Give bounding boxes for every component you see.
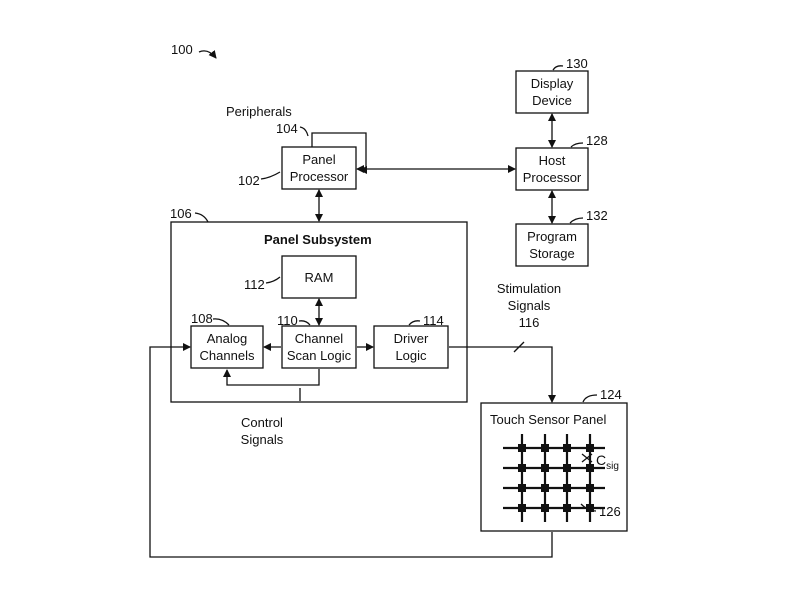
- driver-logic-ref: 114: [423, 313, 444, 328]
- display-device-ref: 130: [566, 56, 588, 71]
- ram-label: RAM: [304, 269, 334, 285]
- csig-subscript: sig: [606, 461, 619, 472]
- display-device-label: Display Device: [530, 76, 574, 108]
- program-storage-label: Program Storage: [527, 229, 577, 261]
- program-storage-ref: 132: [586, 208, 608, 223]
- driver-logic-box: [373, 325, 449, 369]
- csig-main: C: [596, 452, 607, 468]
- driver-logic-label: Driver Logic: [393, 331, 429, 363]
- peripherals-ref: 104: [276, 121, 298, 136]
- sensor-grid-ref: 126: [599, 504, 621, 519]
- panel-subsystem-box: [170, 221, 468, 403]
- channel-scan-logic-box: [281, 325, 357, 369]
- channel-scan-logic-label: Channel Scan Logic: [286, 331, 352, 363]
- host-processor-ref: 128: [586, 133, 608, 148]
- stimulation-signals-label: Stimulation Signals: [496, 281, 562, 313]
- stimulation-signals-ref: 116: [518, 315, 540, 330]
- panel-processor-label: Panel Processor: [289, 152, 349, 184]
- host-processor-label: Host Processor: [522, 153, 582, 185]
- touch-sensor-panel-ref: 124: [600, 387, 622, 402]
- channel-scan-logic-ref: 110: [277, 313, 298, 328]
- analog-channels-label: Analog Channels: [199, 331, 255, 363]
- stimulation-signals-line: [449, 346, 556, 403]
- ram-ref: 112: [244, 277, 265, 292]
- control-signals-label: Control Signals: [240, 415, 284, 447]
- sense-return-line: [149, 343, 553, 558]
- csig-label: Csig: [596, 452, 619, 472]
- csig-marker: [581, 453, 593, 463]
- touch-sensor-panel-label: Touch Sensor Panel: [490, 412, 607, 427]
- analog-channels-ref: 108: [191, 311, 213, 326]
- control-signals-loop: [223, 369, 320, 386]
- figure-number: 100: [171, 42, 193, 57]
- peripherals-label: Peripherals: [226, 104, 292, 119]
- touch-sensor-panel-box: [480, 402, 628, 532]
- panel-processor-ref: 102: [238, 173, 260, 188]
- panel-subsystem-ref: 106: [170, 206, 192, 221]
- program-storage-box: [515, 223, 589, 267]
- panel-subsystem-title: Panel Subsystem: [264, 232, 372, 247]
- figure-ref-arrow: [198, 50, 217, 59]
